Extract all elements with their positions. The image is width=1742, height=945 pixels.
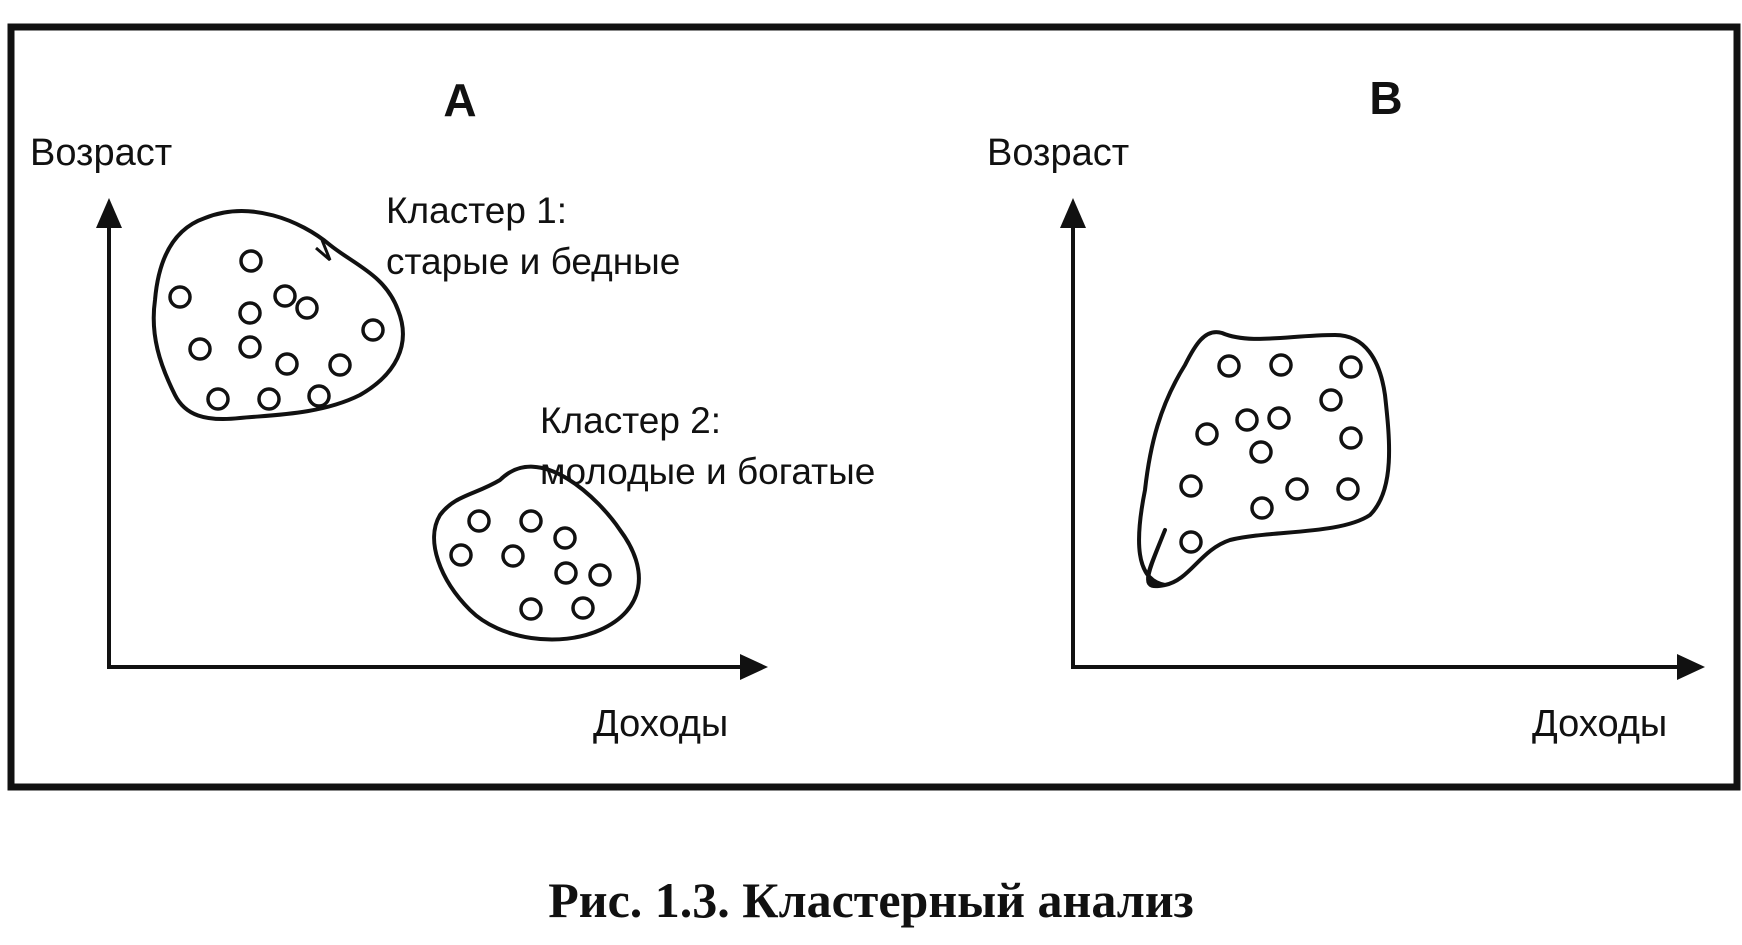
panel-a-x-axis-label: Доходы — [593, 703, 728, 745]
panel-b-cluster-outline — [1137, 330, 1392, 589]
panel-b-x-axis-label: Доходы — [1532, 703, 1667, 745]
panel-b-y-axis-label: Возраст — [987, 132, 1129, 174]
cluster-point — [238, 335, 262, 359]
cluster-point — [571, 596, 595, 620]
cluster-point — [168, 285, 192, 309]
cluster-point — [275, 352, 299, 376]
cluster-1-points — [168, 249, 385, 411]
cluster-point — [588, 563, 612, 587]
cluster-point — [206, 387, 230, 411]
cluster-point — [1217, 354, 1241, 378]
cluster-2-label-line2: молодые и богатые — [540, 451, 875, 492]
cluster-point — [1179, 474, 1203, 498]
cluster-point — [1249, 440, 1273, 464]
cluster-point — [1267, 406, 1291, 430]
cluster-point — [519, 509, 543, 533]
cluster-point — [273, 284, 297, 308]
cluster-2-points — [449, 509, 612, 621]
cluster-2-outline — [432, 464, 641, 642]
cluster-1-outline — [151, 209, 405, 422]
panel-a-letter: A — [443, 74, 476, 126]
cluster-point — [1339, 426, 1363, 450]
cluster-point — [554, 561, 578, 585]
cluster-1-label-line1: Кластер 1: — [386, 190, 567, 231]
figure-caption: Рис. 1.3. Кластерный анализ — [548, 872, 1193, 928]
cluster-point — [1195, 422, 1219, 446]
figure-frame — [7, 23, 1741, 791]
cluster-point — [238, 301, 262, 325]
cluster-point — [239, 249, 263, 273]
cluster-point — [501, 544, 525, 568]
cluster-point — [307, 384, 331, 408]
cluster-1-outline-tick — [315, 239, 332, 262]
cluster-point — [449, 543, 473, 567]
cluster-point — [467, 509, 491, 533]
cluster-point — [1250, 496, 1274, 520]
panel-b-letter: B — [1369, 72, 1402, 124]
cluster-point — [361, 318, 385, 342]
cluster-point — [188, 337, 212, 361]
cluster-point — [1235, 408, 1259, 432]
cluster-point — [328, 353, 352, 377]
cluster-2-label-line1: Кластер 2: — [540, 400, 721, 441]
cluster-1-label-line2: старые и бедные — [386, 241, 680, 282]
cluster-point — [257, 387, 281, 411]
panel-b: B Возраст Доходы — [987, 72, 1705, 745]
cluster-point — [1269, 353, 1293, 377]
cluster-point — [1179, 530, 1203, 554]
panel-a-x-axis-arrow — [740, 654, 768, 680]
panel-a: A Возраст Доходы Кластер 1: старые и бед… — [30, 74, 875, 745]
panel-b-x-axis-arrow — [1677, 654, 1705, 680]
cluster-point — [295, 296, 319, 320]
cluster-point — [1336, 477, 1360, 501]
panel-a-y-axis-label: Возраст — [30, 132, 172, 174]
cluster-point — [519, 597, 543, 621]
cluster-point — [1339, 355, 1363, 379]
panel-a-y-axis-arrow — [96, 198, 122, 228]
panel-b-y-axis-arrow — [1060, 198, 1086, 228]
panel-b-cluster-points — [1179, 353, 1363, 554]
cluster-point — [553, 526, 577, 550]
cluster-point — [1319, 388, 1343, 412]
cluster-point — [1285, 477, 1309, 501]
